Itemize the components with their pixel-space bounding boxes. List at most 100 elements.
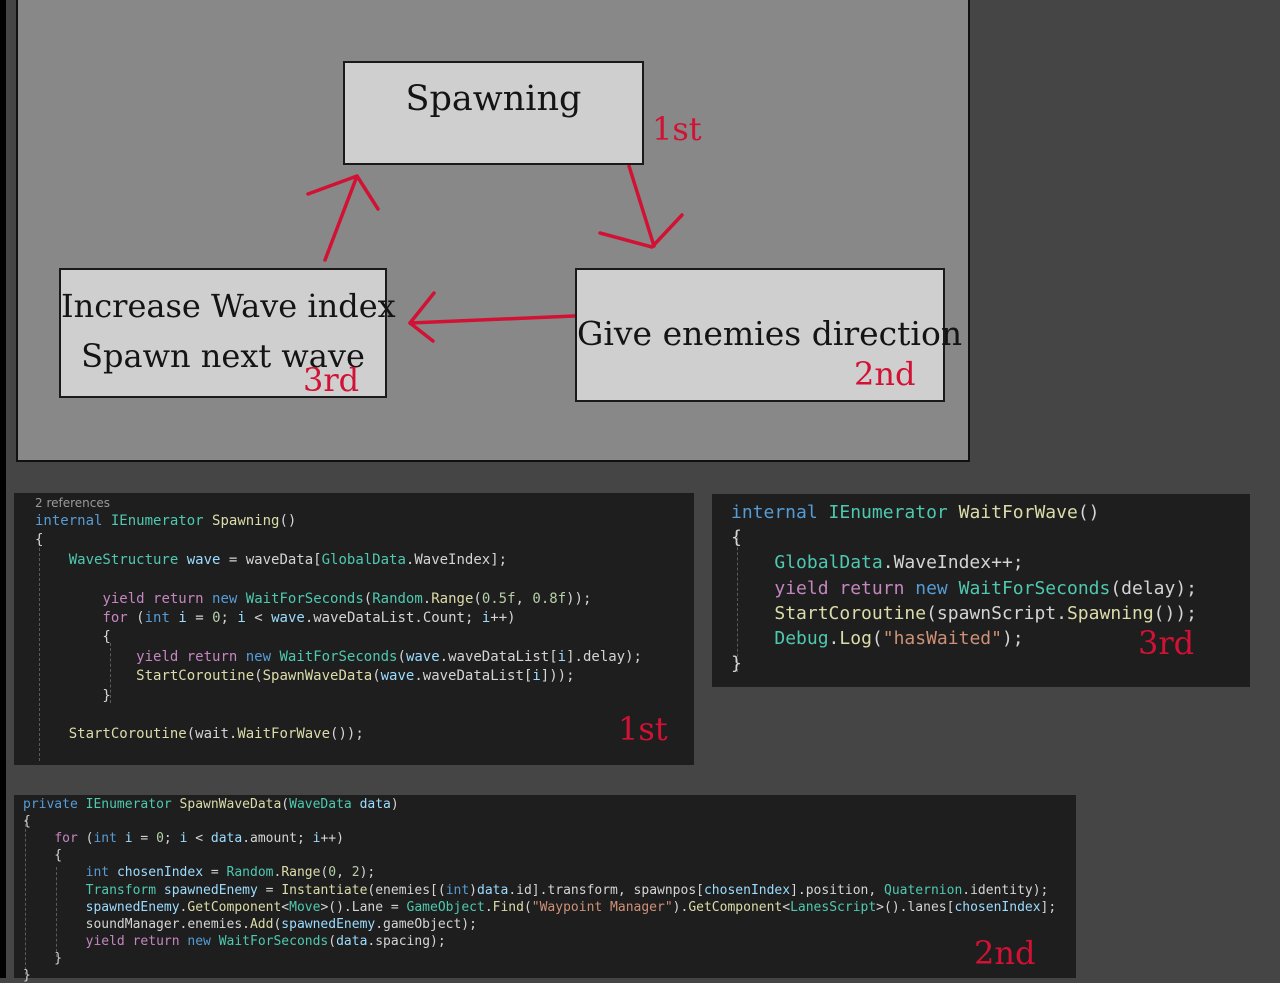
code-token: for [102,610,128,626]
code-token [117,831,125,846]
code-token: WaitForWave [237,726,331,743]
code-token: WaitForSeconds [958,577,1111,599]
code-token: { [23,814,31,830]
code-token [948,578,959,599]
code-token: .waveDataList.Count; [304,610,482,626]
code-token [35,552,69,568]
code-token [731,578,774,599]
code-token: .WaveIndex++; [882,552,1024,574]
code-line: StartCoroutine(SpawnWaveData(wave.waveDa… [35,668,575,685]
code-token [237,591,245,607]
code-token: new [915,577,948,599]
code-token [23,883,86,898]
code-token: data [477,882,509,898]
code-token: ( [473,590,482,607]
code-token: new [187,933,211,949]
code-token: . [273,865,282,881]
code-token [35,610,102,626]
code-token: .gameObject); [375,916,477,932]
code-line: } [23,952,62,965]
code-token: Range [281,865,321,881]
code-token: ( [871,628,883,649]
code-token: ( [363,590,373,607]
code-token: ) [390,797,399,812]
code-token: WaitForWave [958,502,1078,523]
code-token: i [481,610,491,626]
code-line: } [23,969,31,982]
code-line: internal IEnumerator Spawning() [35,514,296,528]
code-token: ( [320,865,329,881]
code-token: } [35,687,111,704]
code-token: .id].transform, spawnpos[ [508,882,704,898]
code-token: yield return [774,577,905,599]
code-token: .WaveIndex]; [405,551,508,568]
code-token [23,831,54,846]
indent-guide [39,543,40,761]
code-token: ()); [330,726,364,743]
code-token [204,591,212,607]
code-token: WaitForSeconds [279,648,398,665]
code-token: Quaternion [884,882,963,898]
code-token [204,513,212,529]
code-token: int [144,610,170,626]
code-token: { [35,532,44,549]
code-token: < [187,831,211,847]
code-token: StartCoroutine [774,602,927,624]
code-line: { [35,533,43,547]
code-line: for (int i = 0; i < wave.waveDataList.Co… [35,610,515,626]
spawn-next-wave-label: Spawn next wave [81,337,365,375]
indent-guide [25,819,26,975]
code-line: int chosenIndex = Random.Range(0, 2); [23,865,376,881]
code-token: = [203,865,227,881]
code-token: >().Lane = [320,899,407,915]
indent-guide [737,532,738,672]
code-line: yield return new WaitForSeconds(Random.R… [35,592,591,606]
code-token: () [279,513,297,529]
code-token: GetComponent [688,899,783,915]
code-token [178,552,186,568]
references-codelens[interactable]: 2 references [35,496,110,510]
code-token: < [245,610,272,626]
code-token: new [212,590,238,607]
code-token: ]; [1040,899,1057,915]
code-token: new [245,648,272,665]
flow-diagram: Spawning Increase Wave index Spawn next … [16,0,970,462]
code-line: private IEnumerator SpawnWaveData(WaveDa… [23,798,399,811]
code-panel-waitforwave: 3rd internal IEnumerator WaitForWave(){ … [712,494,1250,687]
code-token: ). [672,899,689,915]
code-token [237,649,245,665]
order-label-3rd: 3rd [303,361,360,399]
code-token [78,797,86,812]
code-token: (spawnScript. [926,602,1067,624]
order-label-2nd: 2nd [854,355,916,393]
code-token: i [557,648,567,665]
code-token: yield return [102,590,204,607]
code-line: yield return new WaitForSeconds(delay); [731,577,1198,599]
code-token: 0.8f [532,590,567,607]
code-token: ( [77,831,94,847]
code-token: , [515,590,533,607]
code-token: i [179,831,188,847]
code-line: { [23,849,62,862]
code-token: SpawnWaveData [262,668,373,685]
code-token: Random [226,865,274,881]
code-line: Transform spawnedEnemy = Instantiate(ene… [23,882,1049,898]
code-token: Instantiate [281,882,368,898]
code-token: Range [431,590,474,607]
code-token: spawnedEnemy [281,916,376,932]
give-direction-box: Give enemies direction [575,268,962,402]
code-line: internal IEnumerator WaitForWave() [731,504,1100,522]
code-token: ) [469,882,477,898]
code-token: ( [273,916,282,932]
code-line: Debug.Log("hasWaited"); [731,628,1024,649]
code-token: soundManager.enemies. [23,916,250,932]
code-token: Spawning [212,513,280,529]
arrow-increase-to-spawning-head [306,174,380,211]
code-token: (delay); [1110,577,1198,599]
code-token: ( [372,668,381,685]
code-token: internal [731,502,818,523]
code-token: ])); [540,668,575,685]
code-order-label-3rd: 3rd [1138,624,1195,662]
code-token: ); [1001,628,1024,649]
code-token: (enemies[( [367,882,446,898]
